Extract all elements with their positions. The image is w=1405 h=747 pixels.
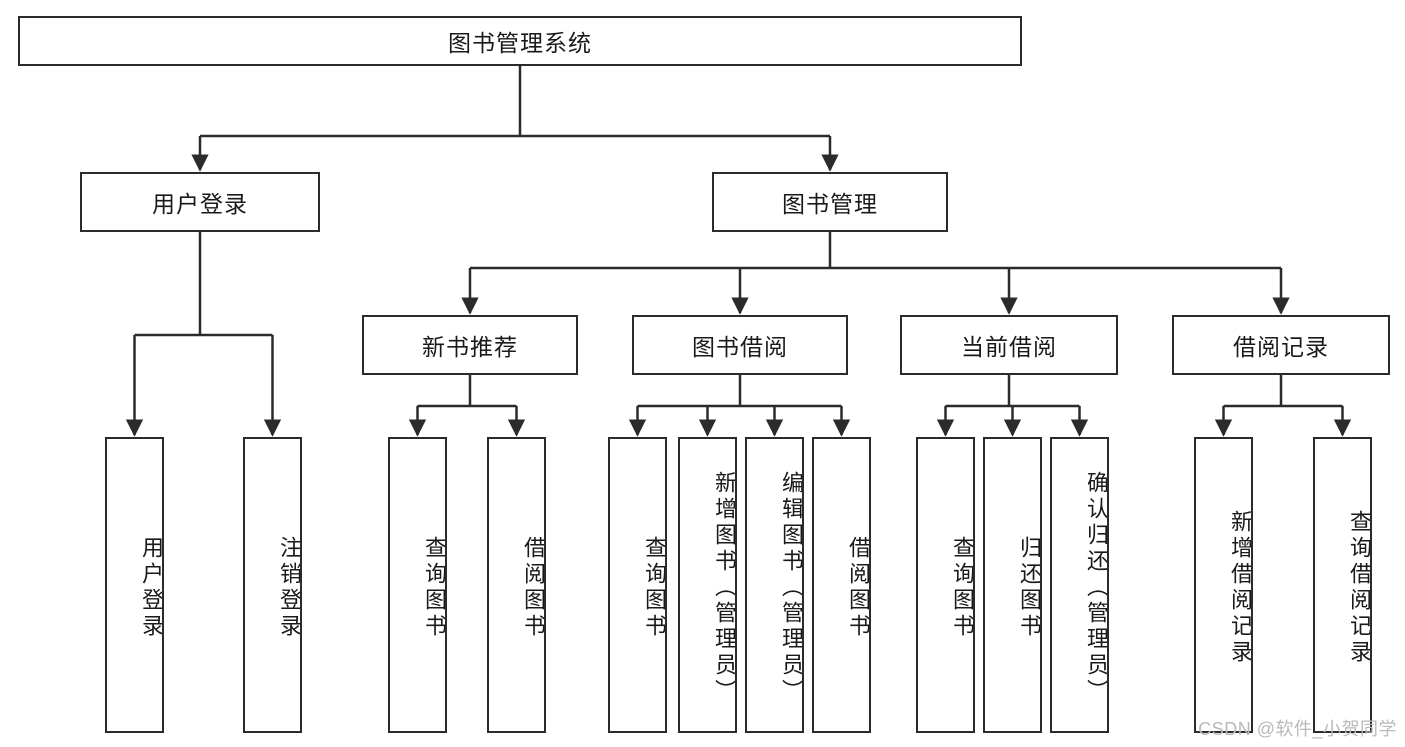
node-b-add[interactable]: 新增图书（管理员） xyxy=(678,437,737,733)
node-root[interactable]: 图书管理系统 xyxy=(18,16,1022,66)
node-label: 确认归还（管理员） xyxy=(1084,471,1109,705)
node-b-edit[interactable]: 编辑图书（管理员） xyxy=(745,437,804,733)
node-label: 查询图书 xyxy=(422,536,447,640)
node-n-query[interactable]: 查询图书 xyxy=(388,437,447,733)
node-label: 图书借阅 xyxy=(692,334,788,360)
node-label: 新书推荐 xyxy=(422,334,518,360)
node-label: 新增图书（管理员） xyxy=(712,471,737,705)
node-label: 借阅图书 xyxy=(846,536,871,640)
node-label: 查询图书 xyxy=(950,536,975,640)
node-bookmgmt[interactable]: 图书管理 xyxy=(712,172,948,232)
node-label: 查询图书 xyxy=(642,536,667,640)
node-c-confirm[interactable]: 确认归还（管理员） xyxy=(1050,437,1109,733)
node-label: 归还图书 xyxy=(1017,536,1042,640)
node-c-query[interactable]: 查询图书 xyxy=(916,437,975,733)
node-label: 用户登录 xyxy=(152,191,248,217)
node-label: 注销登录 xyxy=(277,536,302,640)
node-l-logout[interactable]: 注销登录 xyxy=(243,437,302,733)
node-login[interactable]: 用户登录 xyxy=(80,172,320,232)
node-b-query[interactable]: 查询图书 xyxy=(608,437,667,733)
node-label: 新增借阅记录 xyxy=(1228,510,1253,666)
node-current[interactable]: 当前借阅 xyxy=(900,315,1118,375)
watermark-text: CSDN @软件_小贺同学 xyxy=(1198,719,1397,739)
node-label: 用户登录 xyxy=(139,536,164,640)
node-label: 图书管理 xyxy=(782,191,878,217)
node-records[interactable]: 借阅记录 xyxy=(1172,315,1390,375)
node-b-borrow[interactable]: 借阅图书 xyxy=(812,437,871,733)
node-c-return[interactable]: 归还图书 xyxy=(983,437,1042,733)
node-newbook[interactable]: 新书推荐 xyxy=(362,315,578,375)
node-label: 借阅记录 xyxy=(1233,334,1329,360)
node-label: 当前借阅 xyxy=(961,334,1057,360)
node-label: 借阅图书 xyxy=(521,536,546,640)
node-r-add[interactable]: 新增借阅记录 xyxy=(1194,437,1253,733)
node-l-login[interactable]: 用户登录 xyxy=(105,437,164,733)
node-borrow[interactable]: 图书借阅 xyxy=(632,315,848,375)
node-label: 编辑图书（管理员） xyxy=(779,471,804,705)
node-label: 查询借阅记录 xyxy=(1347,510,1372,666)
node-n-borrow[interactable]: 借阅图书 xyxy=(487,437,546,733)
node-r-query[interactable]: 查询借阅记录 xyxy=(1313,437,1372,733)
node-label: 图书管理系统 xyxy=(448,30,592,56)
